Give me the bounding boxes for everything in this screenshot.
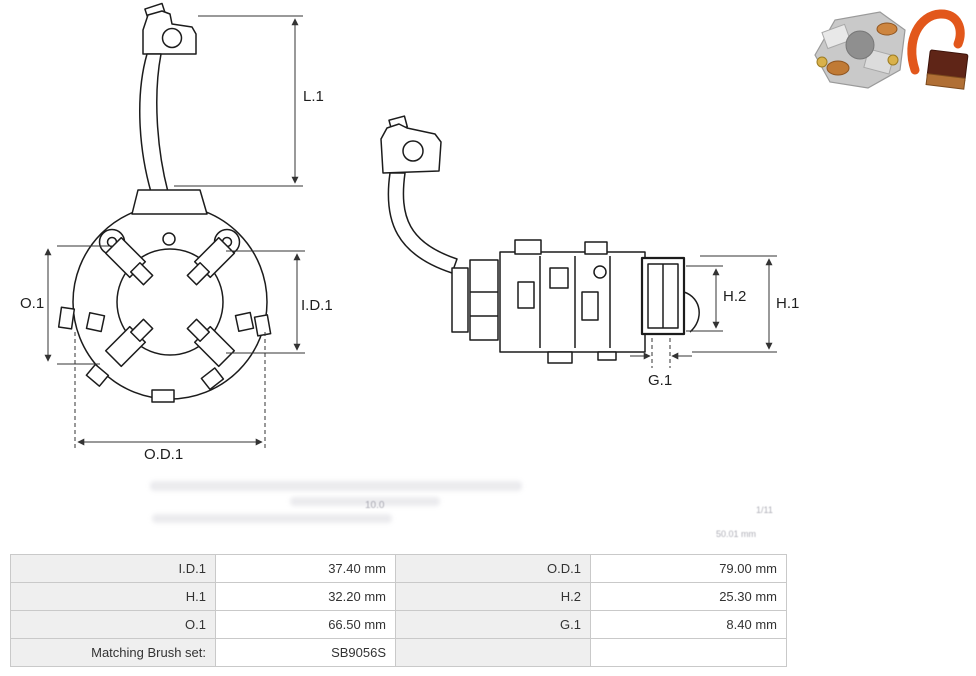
spec-label-cell: H.2 bbox=[395, 582, 591, 611]
spec-label-cell: O.1 bbox=[10, 610, 216, 639]
terminal-hole bbox=[161, 27, 183, 49]
spec-label-cell: I.D.1 bbox=[10, 554, 216, 583]
spec-label-cell: H.1 bbox=[10, 582, 216, 611]
spec-value-cell bbox=[590, 638, 787, 667]
spec-label-cell: Matching Brush set: bbox=[10, 638, 216, 667]
front-view-drawing bbox=[57, 2, 272, 403]
dim-label-od1: O.D.1 bbox=[144, 446, 184, 463]
table-row: O.1 66.50 mm G.1 8.40 mm bbox=[10, 610, 787, 639]
product-photo[interactable] bbox=[814, 9, 969, 90]
spec-label-cell: G.1 bbox=[395, 610, 591, 639]
spec-value-cell: 8.40 mm bbox=[590, 610, 787, 639]
watermark-fragment: 1/11 bbox=[756, 505, 773, 515]
dim-label-l1: L.1 bbox=[303, 88, 324, 105]
spec-value-cell: 37.40 mm bbox=[215, 554, 396, 583]
watermark-smudge bbox=[150, 481, 522, 491]
dim-label-id1: I.D.1 bbox=[301, 297, 333, 314]
dim-label-o1: O.1 bbox=[20, 295, 45, 312]
spec-value-cell: 66.50 mm bbox=[215, 610, 396, 639]
spec-value-cell: 32.20 mm bbox=[215, 582, 396, 611]
watermark-fragment: 50.01 mm bbox=[716, 529, 757, 539]
dim-label-g1: G.1 bbox=[648, 372, 673, 389]
technical-drawing bbox=[44, 2, 969, 450]
dim-label-h1: H.1 bbox=[776, 295, 800, 312]
watermark-fragment: 10.0 bbox=[365, 500, 385, 511]
spec-label-cell: O.D.1 bbox=[395, 554, 591, 583]
table-row: I.D.1 37.40 mm O.D.1 79.00 mm bbox=[10, 554, 787, 583]
dim-label-h2: H.2 bbox=[723, 288, 747, 305]
spec-value-cell: 79.00 mm bbox=[590, 554, 787, 583]
table-row: H.1 32.20 mm H.2 25.30 mm bbox=[10, 582, 787, 611]
spec-table: I.D.1 37.40 mm O.D.1 79.00 mm H.1 32.20 … bbox=[10, 554, 787, 667]
orange-wire bbox=[907, 9, 965, 75]
watermark-smudge bbox=[152, 514, 392, 523]
lead-wire bbox=[139, 53, 169, 193]
table-row: Matching Brush set: SB9056S bbox=[10, 638, 787, 667]
spec-value-cell: SB9056S bbox=[215, 638, 396, 667]
dimension-lines bbox=[44, 15, 777, 450]
spec-value-cell: 25.30 mm bbox=[590, 582, 787, 611]
spec-label-cell bbox=[395, 638, 591, 667]
watermark-smudge bbox=[290, 497, 440, 506]
lead-wire-side bbox=[387, 172, 458, 274]
side-view-drawing bbox=[380, 115, 700, 364]
